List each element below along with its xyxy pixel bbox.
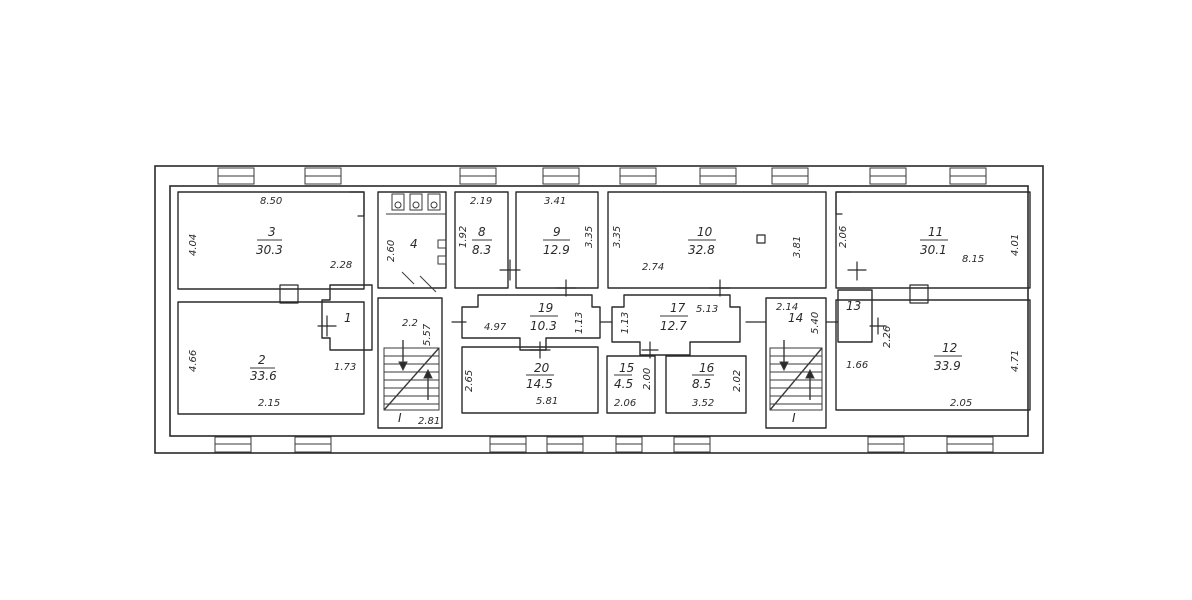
dimension: 2.28 bbox=[330, 260, 352, 271]
dimension: 2.02 bbox=[732, 370, 743, 392]
dimension: 2.60 bbox=[386, 240, 397, 262]
room-area-12: 33.9 bbox=[934, 359, 961, 373]
dimension: 1.13 bbox=[574, 312, 585, 334]
dimension: 4.97 bbox=[484, 322, 507, 333]
dimension: 5.40 bbox=[810, 312, 821, 334]
dimension: 2.81 bbox=[418, 416, 440, 427]
dimension: 3.35 bbox=[584, 226, 595, 248]
dimension: 2.06 bbox=[838, 226, 849, 248]
dimension: 1.66 bbox=[846, 360, 868, 371]
dimension: 8.15 bbox=[962, 254, 984, 265]
staircase-left bbox=[383, 340, 440, 411]
room-area-3: 30.3 bbox=[256, 243, 283, 257]
room-number-10: 10 bbox=[697, 225, 713, 239]
room-area-20: 14.5 bbox=[526, 377, 553, 391]
dimension: 2.2 bbox=[402, 318, 418, 329]
room-number-11: 11 bbox=[928, 225, 943, 239]
dimension: 8.50 bbox=[260, 196, 282, 207]
dimension: 3.35 bbox=[612, 226, 623, 248]
room-number-20: 20 bbox=[534, 361, 550, 375]
dimension: 3.81 bbox=[792, 236, 803, 258]
room-area-8: 8.3 bbox=[472, 243, 491, 257]
dimension: 5.81 bbox=[536, 396, 558, 407]
stair-label-left: I bbox=[398, 411, 402, 425]
room-area-9: 12.9 bbox=[543, 243, 570, 257]
dimension: 4.66 bbox=[188, 350, 199, 372]
dimension: 1.13 bbox=[620, 312, 631, 334]
rooms bbox=[177, 191, 1031, 429]
room-number-12: 12 bbox=[942, 341, 957, 355]
dimension: 3.52 bbox=[692, 398, 714, 409]
toilet-fixtures bbox=[386, 193, 447, 293]
dimension: 2.15 bbox=[258, 398, 280, 409]
room-number-1: 1 bbox=[344, 311, 352, 325]
room-area-15: 4.5 bbox=[614, 377, 633, 391]
dimension: 2.06 bbox=[614, 398, 636, 409]
dimension: 4.71 bbox=[1010, 350, 1021, 372]
structural-details bbox=[279, 191, 929, 359]
windows bbox=[214, 167, 994, 453]
outer-walls bbox=[154, 165, 1044, 454]
staircase-right bbox=[769, 340, 823, 411]
dimension: 2.00 bbox=[642, 368, 653, 390]
dimension: 2.65 bbox=[464, 370, 475, 392]
dimension: 5.13 bbox=[696, 304, 718, 315]
room-number-3: 3 bbox=[268, 225, 276, 239]
stair-labels: I I bbox=[398, 411, 796, 425]
room-number-14: 14 bbox=[788, 311, 803, 325]
dimension: 1.73 bbox=[334, 362, 356, 373]
dimension: 4.01 bbox=[1010, 234, 1021, 256]
dimension: 1.92 bbox=[458, 226, 469, 248]
room-area-2: 33.6 bbox=[250, 369, 277, 383]
dimension: 2.05 bbox=[950, 398, 972, 409]
stair-label-right: I bbox=[792, 411, 796, 425]
dimension: 4.04 bbox=[188, 234, 199, 256]
room-number-9: 9 bbox=[553, 225, 561, 239]
dimension-labels: 8.50 4.04 4.66 2.15 1.73 2.28 2.60 2.2 5… bbox=[188, 196, 1021, 427]
room-area-10: 32.8 bbox=[688, 243, 715, 257]
room-number-2: 2 bbox=[258, 353, 266, 367]
room-area-11: 30.1 bbox=[920, 243, 947, 257]
room-number-15: 15 bbox=[619, 361, 634, 375]
room-number-16: 16 bbox=[699, 361, 715, 375]
dimension: 2.14 bbox=[776, 302, 798, 313]
room-number-8: 8 bbox=[478, 225, 486, 239]
dimension: 2.19 bbox=[470, 196, 492, 207]
room-number-17: 17 bbox=[670, 301, 686, 315]
room-labels: 1 2 33.6 3 30.3 4 8 8.3 9 12.9 10 32.8 1… bbox=[250, 225, 962, 391]
room-area-17: 12.7 bbox=[660, 319, 687, 333]
dimension: 2.74 bbox=[642, 262, 664, 273]
room-number-13: 13 bbox=[846, 299, 861, 313]
room-area-16: 8.5 bbox=[692, 377, 711, 391]
dimension: 5.57 bbox=[422, 323, 433, 346]
room-number-19: 19 bbox=[538, 301, 553, 315]
room-number-4: 4 bbox=[410, 237, 418, 251]
room-area-19: 10.3 bbox=[530, 319, 557, 333]
dimension: 2.26 bbox=[882, 326, 893, 348]
dimension: 3.41 bbox=[544, 196, 566, 207]
